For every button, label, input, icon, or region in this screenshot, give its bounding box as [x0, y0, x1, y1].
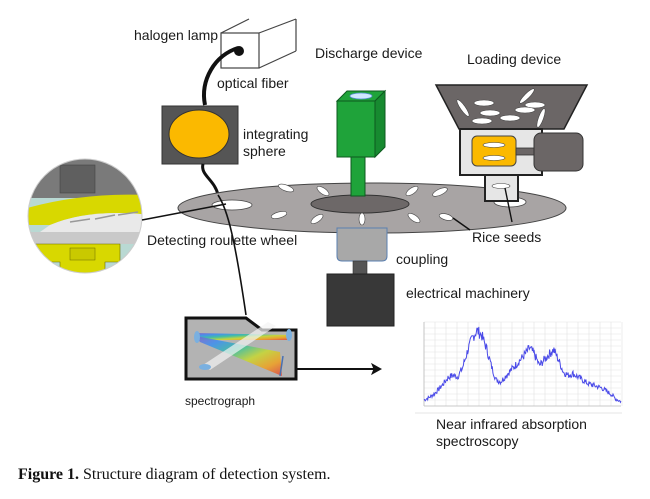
label-rice-seeds: Rice seeds	[472, 229, 542, 245]
label-detecting-roulette-wheel: Detecting roulette wheel	[147, 232, 298, 248]
label-halogen-lamp: halogen lamp	[134, 27, 219, 43]
label-loading-device: Loading device	[467, 51, 562, 67]
figure-caption-label: Figure 1.	[18, 466, 80, 483]
spectrum-line	[423, 326, 622, 404]
loading-device	[434, 84, 589, 202]
electrical-machinery	[326, 273, 395, 327]
figure-caption-text: Structure diagram of detection system.	[79, 466, 331, 483]
label-integrating-sphere: integrating sphere	[243, 126, 309, 159]
inset-pointer-line	[141, 203, 227, 221]
rice-seeds-pointer-2	[504, 187, 513, 223]
integrating-sphere	[161, 105, 239, 165]
wheel-detail-inset	[27, 158, 143, 274]
nir-spectrum-plot	[415, 318, 623, 414]
halogen-lamp	[220, 18, 297, 69]
fiber-connector	[234, 46, 244, 56]
optical-fiber-to-spectrograph	[217, 194, 247, 316]
label-optical-fiber: optical fiber	[217, 75, 289, 91]
rice-seeds-pointer-1	[452, 217, 471, 231]
output-arrow-head	[371, 362, 383, 376]
label-discharge-device: Discharge device	[315, 45, 423, 61]
label-spectrograph: spectrograph	[185, 394, 256, 408]
label-coupling: coupling	[396, 251, 449, 267]
spectrograph	[184, 316, 298, 381]
figure-caption: Figure 1. Structure diagram of detection…	[18, 466, 331, 484]
discharge-device	[335, 89, 387, 197]
optical-fiber-cable-upper	[202, 46, 239, 106]
optical-fiber-cable-lower	[201, 163, 220, 196]
label-electrical-machinery: electrical machinery	[406, 285, 530, 301]
coupling	[336, 227, 388, 275]
label-nir-spectroscopy: Near infrared absorption spectroscopy	[436, 416, 587, 449]
